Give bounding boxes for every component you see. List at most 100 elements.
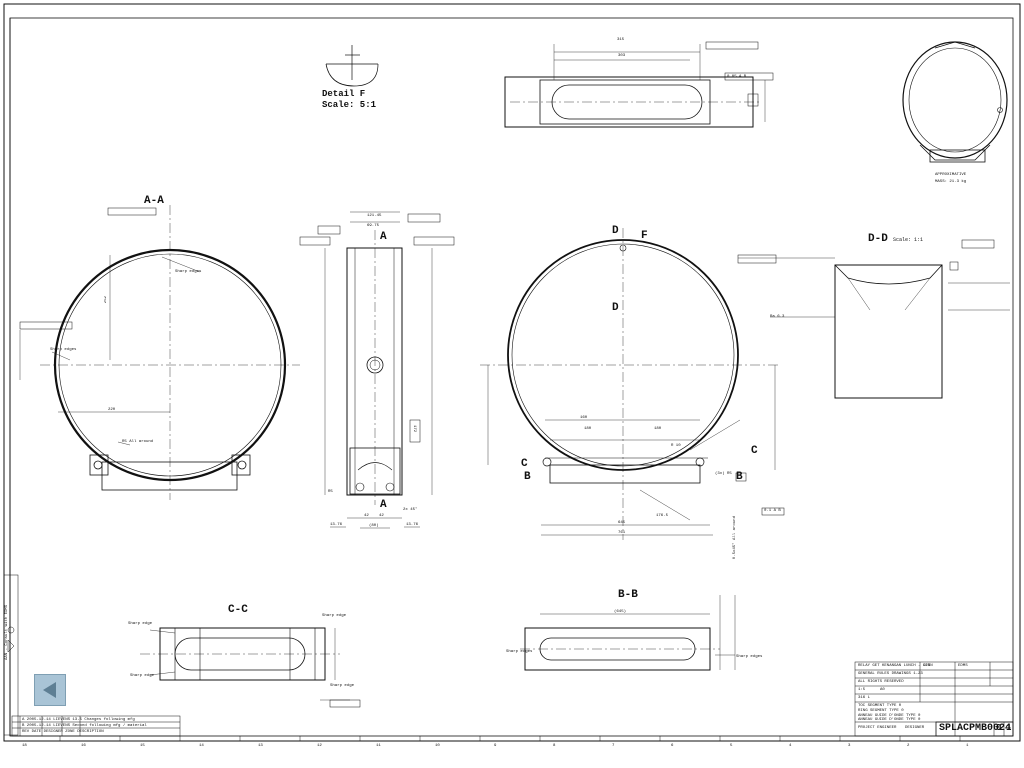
tb-cern: CERN [923, 664, 933, 668]
section-aa-label: A-A [144, 195, 164, 207]
section-bb-label: B-B [618, 589, 638, 601]
top-slot-view [504, 41, 774, 128]
left-note: AAN - Consult with EDMS [5, 604, 9, 660]
rev-row-2: B 2005-12-14 LIEVENS Second following mf… [22, 724, 147, 728]
zone-number: 8 [553, 744, 556, 748]
note-bb-sharp-edges-2: Sharp edges [736, 655, 763, 659]
dim-13-76-a: 13.76 [330, 523, 343, 527]
tb-title-en-2: RING SEGMENT TYPE 0 [858, 709, 904, 713]
zone-number: 18 [22, 744, 27, 748]
zone-number: 14 [199, 744, 204, 748]
marker-c-left: C [521, 458, 528, 470]
detail-f-title: Detail F [322, 89, 366, 99]
dim-ra: Ra 6.3 [770, 315, 785, 319]
dim-180-a: 180 [584, 427, 592, 431]
note-cc-sharp-edge-3: Sharp edge [322, 614, 347, 618]
dim-645: 645 [618, 521, 626, 525]
dim-172: 172 [412, 425, 416, 433]
marker-b-left: B [524, 471, 531, 483]
zone-ticks [59, 736, 961, 741]
side-strip [3, 574, 19, 736]
rev-row-3: REV DATE DESIGNER ZONE DESCRIPTION [22, 730, 104, 734]
zone-number: 2 [907, 744, 910, 748]
front-view-circle [480, 228, 785, 540]
side-view [299, 211, 455, 529]
marker-f: F [641, 230, 648, 242]
zone-number: 5 [730, 744, 733, 748]
section-dd-label: D-D [868, 233, 888, 245]
tb-title-fr-2: ANNEAU GUIDE D'ONDE TYPE 0 [858, 718, 921, 722]
dim-42-b: 42 [379, 514, 384, 518]
zone-number: 11 [376, 744, 381, 748]
dim-121: 121.45 [367, 214, 382, 218]
note-bb-sharp-edges-1: Sharp edges [506, 650, 533, 654]
dim-ba: 0.1 A B [764, 509, 781, 513]
dim-252: 252 [104, 296, 108, 304]
note-sharp-edges-1: Sharp edges [175, 270, 202, 274]
tb-sheet: 1 [1006, 723, 1012, 733]
note-mass: MASS: 21.3 kg [935, 180, 967, 184]
dim-tol: 0.05 A B [727, 75, 747, 79]
tb-drawing-number: SPLACPMB0024 [939, 723, 1012, 734]
marker-b-right: B [736, 471, 743, 483]
zone-number: 3 [848, 744, 851, 748]
section-dd-view [737, 239, 1010, 399]
tb-project: PROJECT ENGINEER [858, 726, 897, 730]
tb-designer: DESIGNER [905, 726, 925, 730]
marker-c-right: C [751, 445, 758, 457]
dim-80: (80) [369, 524, 379, 528]
section-dd-scale: Scale: 1:1 [893, 237, 924, 243]
tb-revision: 0 [996, 723, 1002, 733]
zone-number: 15 [140, 744, 145, 748]
title-block [11, 661, 1014, 737]
dim-303: 303 [618, 54, 626, 58]
dim-180-b: 180 [654, 427, 662, 431]
zone-number: 10 [435, 744, 440, 748]
tb-header-1: RELAY GET KENANGAN LUNCH - 123 [858, 664, 931, 668]
zone-number: 4 [789, 744, 792, 748]
zone-number: 7 [612, 744, 615, 748]
tb-header-3: ALL RIGHTS RESERVED [858, 680, 904, 684]
dim-bb-645: (645) [614, 610, 627, 614]
section-bb-view [520, 595, 736, 671]
dim-176-5: 176.5 [656, 514, 669, 518]
zone-number: 6 [671, 744, 674, 748]
sheet-border [3, 3, 1021, 742]
dim-69-75: 69.75 [367, 224, 380, 228]
dim-2x45: 2x 45° [403, 508, 418, 512]
iso-view [902, 41, 1008, 163]
tb-format: A0 [880, 688, 885, 692]
marker-d-top: D [612, 225, 619, 237]
dim-220: 220 [108, 408, 116, 412]
note-r-all-around: R5 All around [122, 440, 154, 444]
rev-row-1: A 2005-12-14 LIEVENS 13-5 Changes follow… [22, 718, 135, 722]
section-cc-view [140, 627, 361, 708]
zone-number: 16 [81, 744, 86, 748]
tb-scale: 1:5 [858, 688, 866, 692]
dim-3x: (3x) R5 [715, 472, 732, 476]
dim-315: 315 [617, 38, 625, 42]
dim-42-a: 42 [364, 514, 369, 518]
marker-d-mid: D [612, 302, 619, 314]
tb-title-fr-1: ANNEAU GUIDE D'ONDE TYPE 0 [858, 714, 921, 718]
tb-material: 316 L [858, 696, 871, 700]
note-approx-mass: APPROXIMATIVE [935, 173, 967, 177]
zone-number: 12 [317, 744, 322, 748]
marker-a-top: A [380, 231, 387, 243]
dim-13-76-b: 13.76 [406, 523, 419, 527]
detail-f [325, 45, 379, 87]
zone-number: 1 [966, 744, 969, 748]
dim-761: 761 [618, 531, 626, 535]
note-cc-sharp-edge-2: Sharp edge [130, 674, 155, 678]
dim-160: 160 [580, 416, 588, 420]
detail-f-scale: Scale: 5:1 [322, 100, 377, 110]
marker-a-bottom: A [380, 499, 387, 511]
triangle-left-icon [43, 682, 56, 698]
zone-number: 9 [494, 744, 497, 748]
note-all-around: 0.5x45° All around [733, 516, 737, 560]
note-cc-sharp-edge-1: Sharp edge [128, 622, 153, 626]
back-button[interactable] [34, 674, 66, 706]
note-sharp-edges-2: Sharp edges [50, 348, 77, 352]
section-cc-label: C-C [228, 604, 248, 616]
